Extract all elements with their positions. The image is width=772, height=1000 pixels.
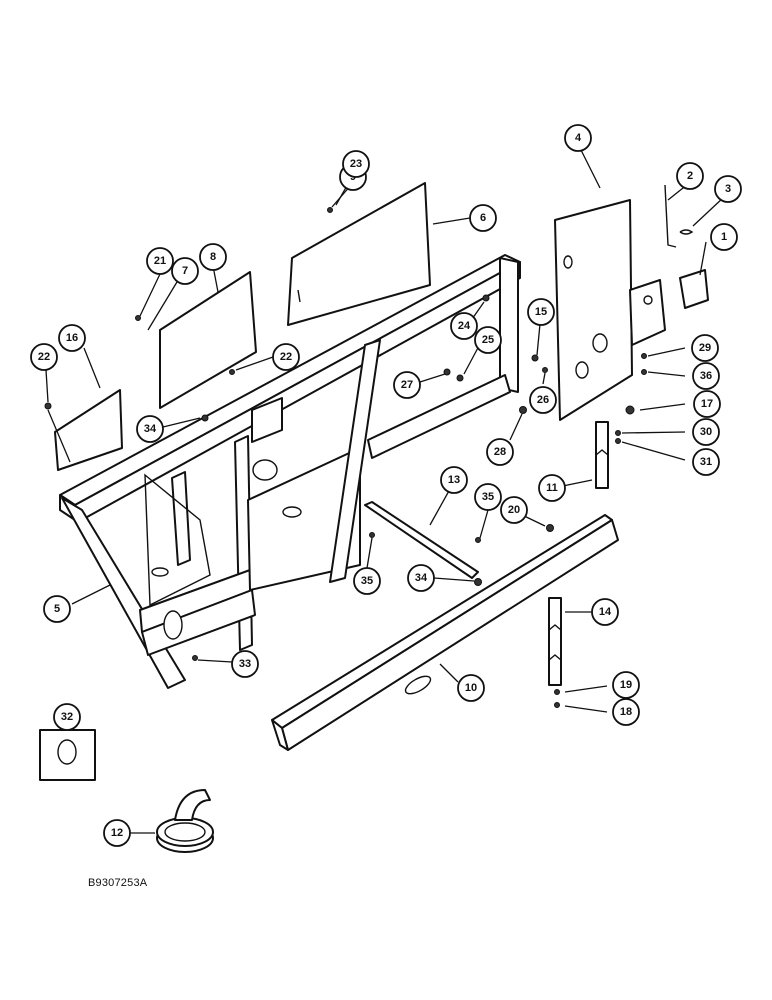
svg-text:27: 27 (401, 379, 413, 391)
callout-35a: 35 (474, 483, 502, 511)
svg-text:34: 34 (144, 423, 157, 435)
main-frame (59, 254, 521, 689)
callout-6: 6 (469, 204, 497, 232)
pin-and-clip (664, 184, 694, 248)
callout-4: 4 (564, 124, 592, 152)
callout-1: 1 (710, 223, 738, 251)
callout-10: 10 (457, 674, 485, 702)
callout-12: 12 (103, 819, 131, 847)
callout-29: 29 (691, 334, 719, 362)
svg-text:10: 10 (465, 682, 477, 694)
callout-7: 7 (171, 257, 199, 285)
svg-text:35: 35 (361, 575, 373, 587)
svg-text:1: 1 (721, 231, 727, 243)
bottom-angle-bar (271, 514, 619, 751)
callout-35b: 35 (353, 567, 381, 595)
svg-text:36: 36 (700, 370, 712, 382)
svg-text:6: 6 (480, 212, 486, 224)
callouts: 1 2 3 4 5 6 7 8 9 10 11 12 13 14 15 16 1… (30, 124, 742, 847)
svg-text:23: 23 (350, 158, 362, 170)
callout-5: 5 (43, 595, 71, 623)
callout-14: 14 (591, 598, 619, 626)
svg-text:22: 22 (38, 351, 50, 363)
drawing-id: B9307253A (88, 877, 148, 889)
callout-15: 15 (527, 298, 555, 326)
callout-2: 2 (676, 162, 704, 190)
callout-17: 17 (693, 390, 721, 418)
svg-text:33: 33 (239, 658, 251, 670)
callout-26: 26 (529, 386, 557, 414)
svg-text:26: 26 (537, 394, 549, 406)
svg-text:34: 34 (415, 572, 428, 584)
callout-13: 13 (440, 466, 468, 494)
svg-text:20: 20 (508, 504, 520, 516)
svg-text:5: 5 (54, 603, 60, 615)
callout-18: 18 (612, 698, 640, 726)
svg-text:18: 18 (620, 706, 632, 718)
leg-14 (548, 597, 562, 686)
svg-text:35: 35 (482, 491, 494, 503)
callout-3: 3 (714, 175, 742, 203)
decal (39, 729, 96, 781)
panels (54, 182, 431, 471)
callout-19: 19 (612, 671, 640, 699)
callout-28: 28 (486, 438, 514, 466)
callout-8: 8 (199, 243, 227, 271)
callout-34b: 34 (407, 564, 435, 592)
svg-text:15: 15 (535, 306, 547, 318)
svg-text:13: 13 (448, 474, 460, 486)
svg-text:3: 3 (725, 183, 731, 195)
callout-34a: 34 (136, 415, 164, 443)
svg-text:11: 11 (546, 482, 558, 494)
svg-text:32: 32 (61, 711, 73, 723)
svg-text:12: 12 (111, 827, 123, 839)
callout-22b: 22 (272, 343, 300, 371)
callout-24: 24 (450, 312, 478, 340)
svg-text:25: 25 (482, 334, 494, 346)
cross-brace (364, 501, 479, 579)
callout-16: 16 (58, 324, 86, 352)
callout-25: 25 (474, 326, 502, 354)
callout-27: 27 (393, 371, 421, 399)
callout-22a: 22 (30, 343, 58, 371)
callout-36: 36 (692, 362, 720, 390)
svg-text:4: 4 (575, 132, 582, 144)
svg-text:14: 14 (599, 606, 612, 618)
svg-text:17: 17 (701, 398, 713, 410)
hardware (44, 207, 647, 708)
leader-lines (45, 147, 725, 834)
callout-30: 30 (692, 418, 720, 446)
svg-text:22: 22 (280, 351, 292, 363)
callout-33: 33 (231, 650, 259, 678)
callout-23: 23 (342, 150, 370, 178)
svg-text:21: 21 (154, 255, 166, 267)
bracket (629, 269, 709, 346)
callout-32: 32 (53, 703, 81, 731)
svg-text:2: 2 (687, 170, 693, 182)
side-plate (554, 199, 633, 421)
svg-text:7: 7 (182, 265, 188, 277)
callout-11: 11 (538, 474, 566, 502)
callout-21: 21 (146, 247, 174, 275)
svg-text:31: 31 (700, 456, 712, 468)
svg-text:29: 29 (699, 342, 711, 354)
svg-text:8: 8 (210, 251, 216, 263)
callout-20: 20 (500, 496, 528, 524)
tape-roll (156, 789, 214, 853)
svg-text:24: 24 (458, 320, 471, 332)
leg-11 (595, 421, 609, 489)
svg-text:16: 16 (66, 332, 78, 344)
svg-text:28: 28 (494, 446, 506, 458)
svg-text:19: 19 (620, 679, 632, 691)
svg-text:30: 30 (700, 426, 712, 438)
callout-31: 31 (692, 448, 720, 476)
